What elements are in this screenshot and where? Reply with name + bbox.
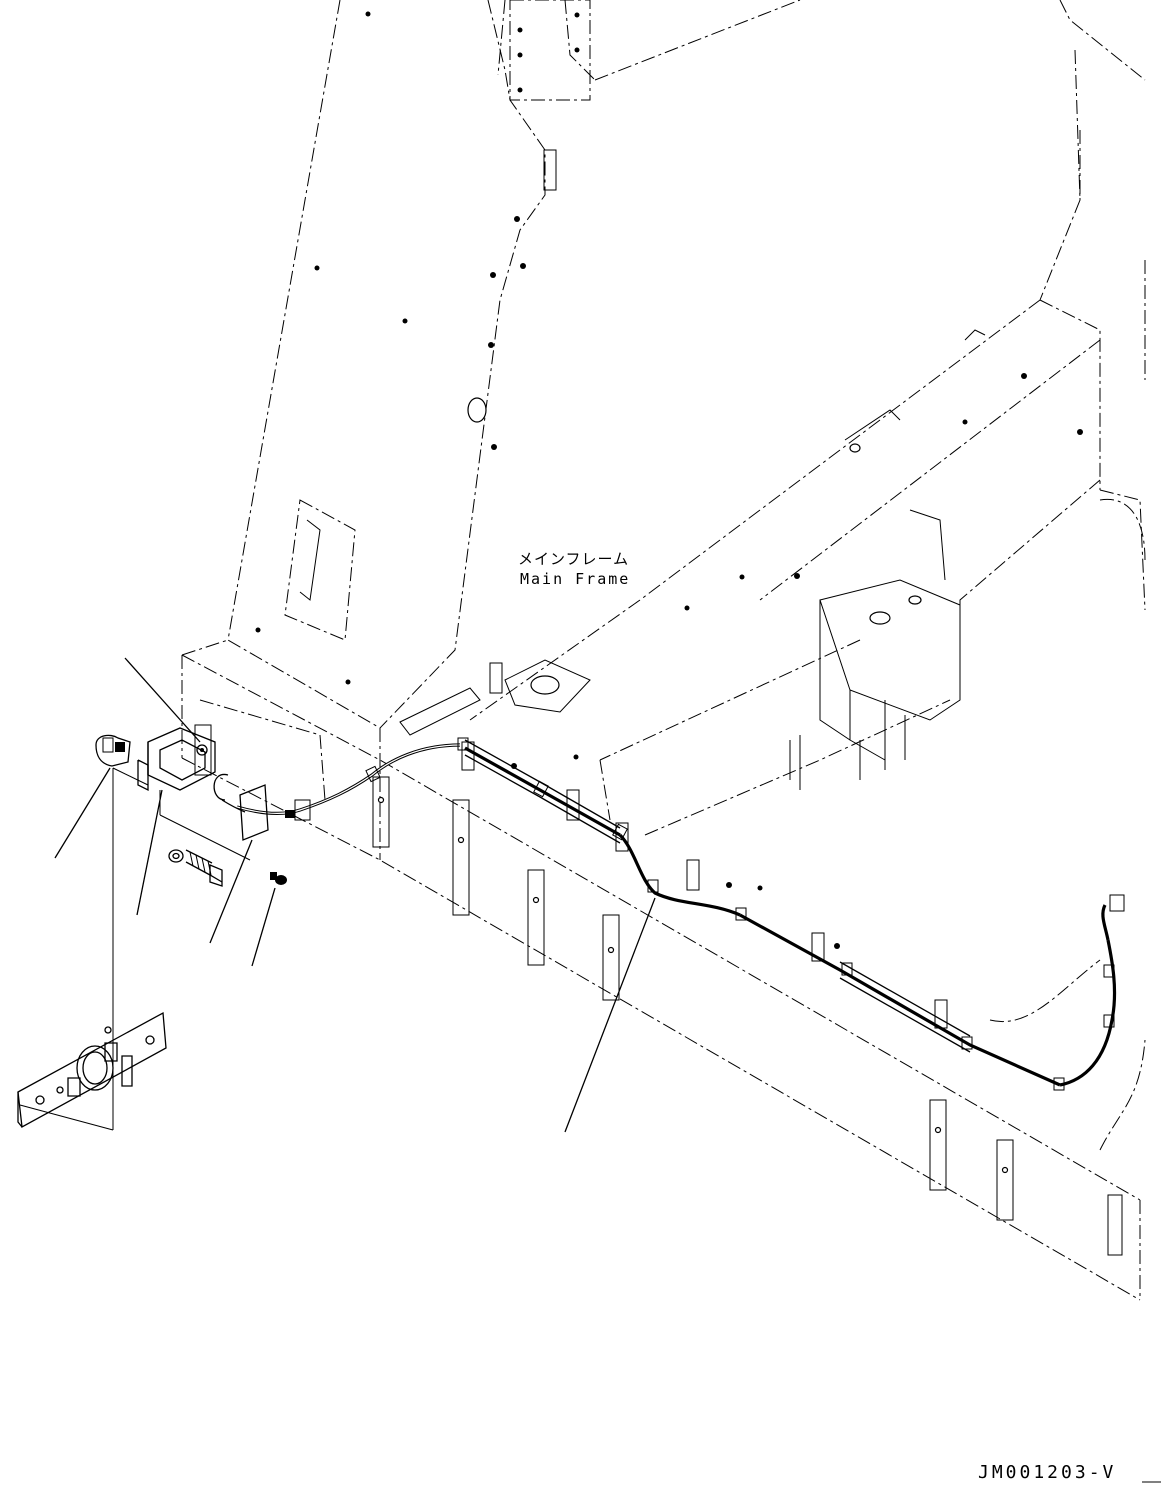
switch-assembly (96, 728, 310, 886)
wiring-harness (237, 738, 1124, 1090)
main-frame-label-japanese: メインフレーム (518, 550, 630, 568)
main-frame-tower (228, 0, 800, 728)
main-frame-label-english: Main Frame (520, 570, 631, 588)
callout-leaders (55, 658, 655, 1132)
bolt-holes (255, 11, 1083, 949)
bracket-assembly (790, 330, 985, 790)
switch-mounting-plate (18, 1013, 166, 1127)
rear-frame-upper (470, 0, 1145, 835)
main-frame-rail (182, 499, 1145, 1300)
exploded-view-lines (20, 768, 250, 1130)
rail-bosses (462, 150, 947, 1028)
rail-lugs (195, 725, 1122, 1255)
drawing-code: JM001203-V (978, 1462, 1117, 1483)
flange-pad (400, 660, 590, 735)
